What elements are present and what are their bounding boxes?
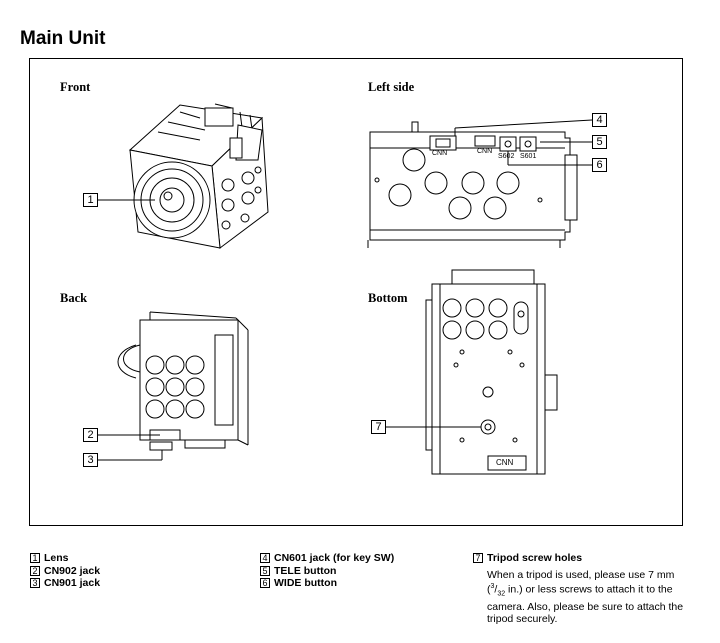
diagram-frame — [29, 58, 683, 526]
s602-label: S602 — [498, 153, 515, 160]
tripod-note-pre: When a tripod is used, please use 7 mm ( — [487, 569, 675, 596]
cnn-label-bottom: CNN — [496, 458, 514, 467]
legend-column-2: 4 CN601 jack (for key SW) 5 TELE button … — [260, 552, 394, 590]
cnn-label-right: CNN — [477, 148, 493, 155]
legend-num: 6 — [260, 578, 270, 589]
callout-4: 4 — [592, 113, 607, 127]
view-label-back: Back — [60, 291, 88, 305]
legend-num: 4 — [260, 553, 270, 564]
callout-3: 3 — [83, 453, 98, 467]
view-label-bottom: Bottom — [368, 291, 408, 305]
cnn-label-left: CNN — [432, 150, 448, 157]
legend-label: CN601 jack (for key SW) — [274, 552, 395, 564]
legend-label: Tripod screw holes — [487, 552, 583, 564]
front-view-drawing — [98, 103, 269, 249]
legend-item-tripod: 7 Tripod screw holes — [473, 552, 582, 565]
callout-5: 5 — [592, 135, 607, 149]
legend-label: CN901 jack — [44, 577, 101, 589]
callout-6: 6 — [592, 158, 607, 172]
legend-num: 7 — [473, 553, 483, 564]
legend-item-lens: 1 Lens — [30, 552, 100, 565]
legend-item-tele: 5 TELE button — [260, 565, 394, 578]
callout-1: 1 — [83, 193, 98, 207]
back-view-drawing — [98, 311, 249, 461]
legend-label: TELE button — [274, 564, 337, 577]
legend-label: WIDE button — [274, 577, 337, 589]
tripod-note-post: in.) or less screws to attach it to the … — [487, 583, 684, 626]
legend-item-cn902: 2 CN902 jack — [30, 565, 100, 578]
tripod-note: When a tripod is used, please use 7 mm (… — [487, 569, 684, 626]
view-label-left-side: Left side — [368, 80, 415, 94]
s601-label: S601 — [520, 153, 537, 160]
bottom-view-drawing — [386, 269, 558, 475]
view-label-front: Front — [60, 80, 91, 94]
legend-num: 1 — [30, 553, 40, 564]
legend-item-wide: 6 WIDE button — [260, 577, 394, 590]
legend-column-1: 1 Lens 2 CN902 jack 3 CN901 jack — [30, 552, 100, 590]
callout-7: 7 — [371, 420, 386, 434]
legend-item-cn601: 4 CN601 jack (for key SW) — [260, 552, 394, 565]
legend-column-3: 7 Tripod screw holes — [473, 552, 582, 565]
page-title: Main Unit — [20, 28, 106, 49]
legend-num: 3 — [30, 578, 40, 589]
callout-2: 2 — [83, 428, 98, 442]
legend-label: CN902 jack — [44, 564, 101, 577]
legend-num: 5 — [260, 565, 270, 576]
legend-label: Lens — [44, 552, 69, 564]
legend-num: 2 — [30, 565, 40, 576]
legend-item-cn901: 3 CN901 jack — [30, 577, 100, 590]
tripod-note-frac-num: 3 — [490, 583, 495, 591]
tripod-note-frac-den: 32 — [497, 590, 506, 598]
left-side-view-drawing — [367, 119, 593, 248]
